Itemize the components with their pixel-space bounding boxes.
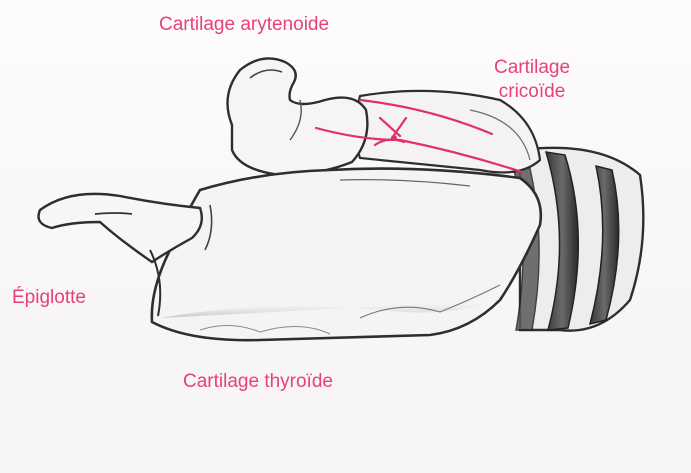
thyroid-cartilage — [152, 169, 541, 341]
label-cartilage-arytenoide: Cartilage arytenoide — [159, 13, 329, 37]
label-cartilage-thyroide: Cartilage thyroïde — [183, 370, 333, 394]
arytenoid-cartilage — [228, 58, 368, 175]
label-cricoide-line1: Cartilage — [494, 56, 570, 80]
label-cartilage-cricoide: Cartilage cricoïde — [494, 56, 570, 104]
label-epiglotte: Épiglotte — [12, 286, 86, 310]
label-cricoide-line2: cricoïde — [494, 80, 570, 104]
